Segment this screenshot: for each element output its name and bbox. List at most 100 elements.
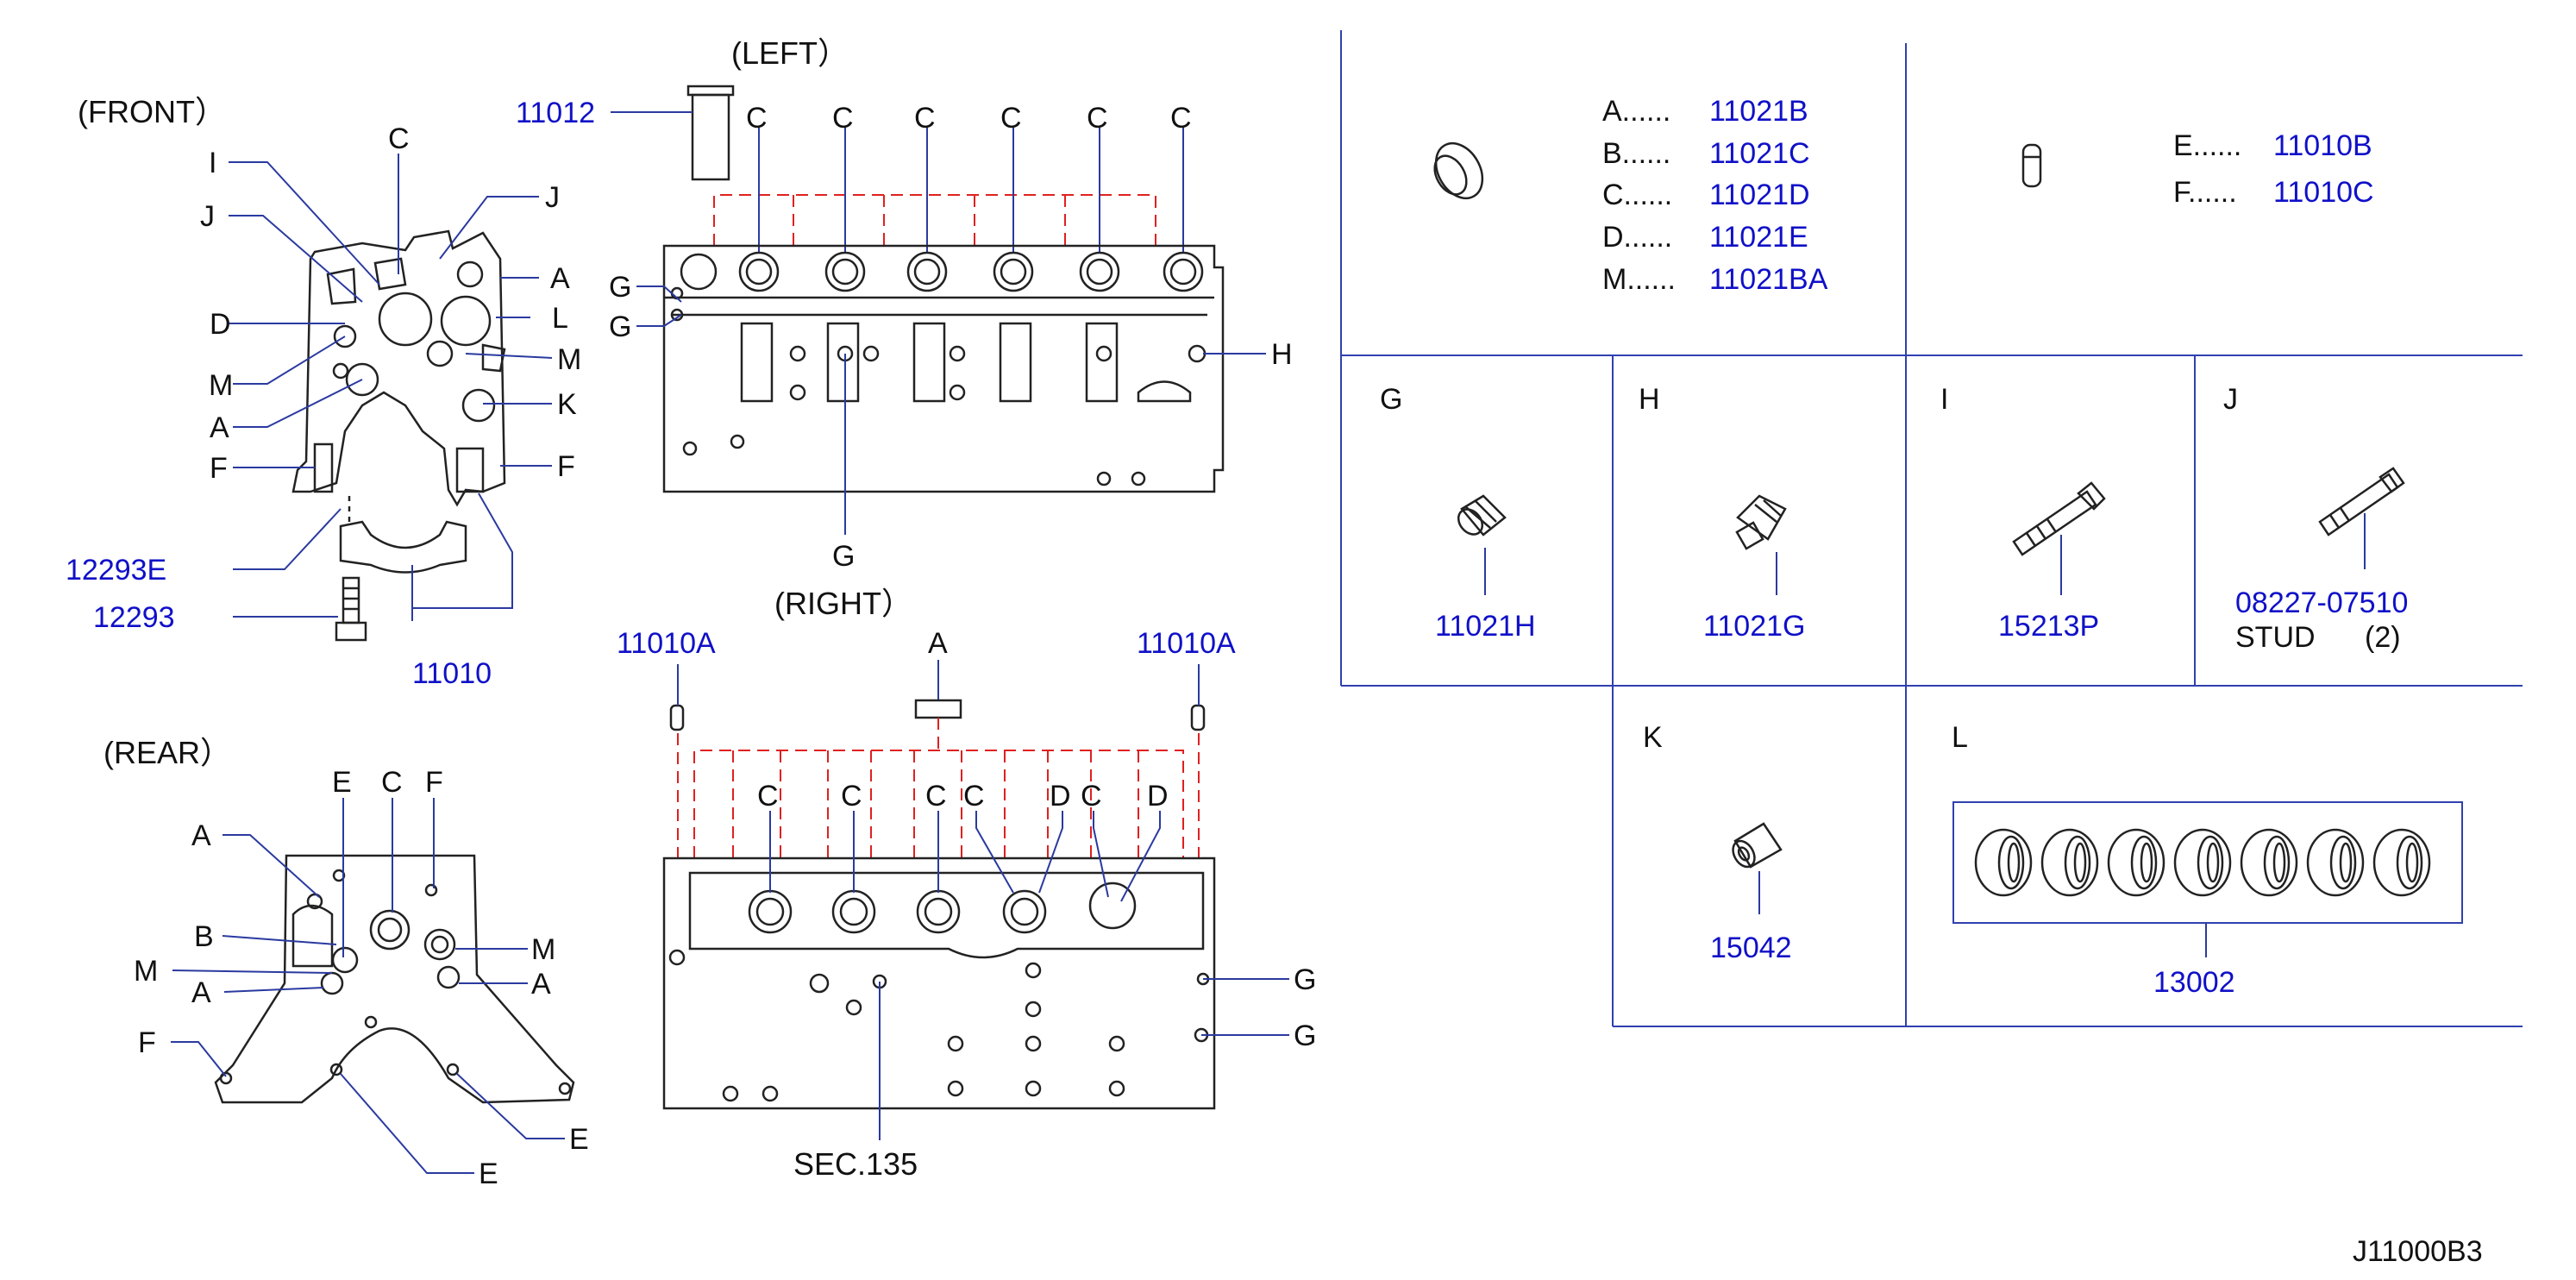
part-11010a-left[interactable]: 11010A: [617, 627, 716, 660]
right-callout-sec-135[interactable]: SEC.135: [793, 1146, 918, 1182]
cell-l-part-13002[interactable]: 13002: [2153, 966, 2235, 999]
right-view-title: (RIGHT）: [774, 586, 912, 621]
front-callout-f-left: F: [210, 452, 228, 485]
right-callout-a: A: [928, 627, 948, 660]
dowel-pin-illustration: [2021, 143, 2042, 188]
plug-11021g-illustration: [1735, 494, 1787, 550]
front-callout-a-left: A: [210, 411, 229, 444]
legend-key-c: C......: [1602, 179, 1672, 211]
cell-j-desc: STUD: [2235, 621, 2316, 654]
rear-block-outline: [214, 854, 575, 1104]
piston-ring-icon: [2240, 828, 2298, 897]
legend-part-11021c[interactable]: 11021C: [1709, 137, 1810, 170]
front-callout-m-left: M: [209, 369, 233, 402]
front-callout-l: L: [552, 302, 568, 335]
legend-top-left-rows: A...... 11021B B...... 11021C C...... 11…: [1602, 95, 1828, 296]
right-dashed-leaders: [677, 718, 1200, 858]
right-callout-c-5: C: [1081, 780, 1102, 813]
piston-ring-icon: [2372, 828, 2431, 897]
rear-callout-c: C: [381, 766, 403, 799]
rear-callout-a-left: A: [191, 976, 211, 1009]
cell-j-letter: J: [2223, 383, 2238, 416]
rear-callout-e-right: E: [569, 1123, 589, 1156]
part-11010[interactable]: 11010: [412, 657, 492, 690]
cell-i-part-15213p[interactable]: 15213P: [1998, 610, 2099, 643]
front-callout-j-right: J: [545, 181, 560, 214]
rear-callout-e-top: E: [332, 766, 352, 799]
legend-key-e: E......: [2173, 129, 2241, 162]
left-callout-c-5: C: [1087, 102, 1108, 135]
legend-part-11021b[interactable]: 11021B: [1709, 95, 1808, 128]
legend-top-right-rows: E...... 11010B F...... 11010C: [2173, 129, 2374, 209]
rear-callout-f-left: F: [138, 1026, 156, 1059]
legend-key-d: D......: [1602, 221, 1672, 254]
right-callout-c-1: C: [757, 780, 779, 813]
rear-callout-b: B: [194, 920, 214, 953]
front-callout-c: C: [388, 122, 410, 155]
right-callout-c-3: C: [925, 780, 947, 813]
rear-leaders: [171, 798, 565, 1174]
right-callout-c-4: C: [963, 780, 985, 813]
legend-key-m: M......: [1602, 263, 1676, 296]
cap-bolt-12293: [335, 576, 367, 642]
front-callout-m-right: M: [557, 343, 581, 376]
left-callout-g-1: G: [609, 271, 631, 304]
legend-part-11010b[interactable]: 11010B: [2273, 129, 2372, 162]
plug-11021h-illustration: [1457, 494, 1507, 536]
cell-h-part-11021g[interactable]: 11021G: [1703, 610, 1805, 643]
legend-part-11021d[interactable]: 11021D: [1709, 179, 1810, 211]
right-callout-d-1: D: [1050, 780, 1071, 813]
front-callout-k: K: [557, 388, 577, 421]
rear-callout-a-top: A: [191, 819, 211, 852]
piston-ring-icon: [2173, 828, 2232, 897]
front-callout-d: D: [210, 308, 231, 341]
front-callout-i: I: [209, 147, 216, 179]
left-callout-c-1: C: [746, 102, 768, 135]
right-callout-d-2: D: [1147, 780, 1169, 813]
front-callout-a-top: A: [550, 262, 570, 295]
right-callout-c-2: C: [841, 780, 862, 813]
left-g-h-leaders: [636, 285, 1266, 535]
left-callout-g-3: G: [832, 540, 855, 573]
left-callout-g-2: G: [609, 311, 631, 343]
rear-callout-m-left: M: [134, 955, 158, 988]
legend-part-11010c[interactable]: 11010C: [2273, 176, 2374, 209]
cell-k-letter: K: [1643, 721, 1663, 754]
diagram-code: J11000B3: [2353, 1235, 2483, 1268]
sleeve-15042-illustration: [1732, 822, 1783, 869]
cell-j-part-08227-07510[interactable]: 08227-07510: [2235, 587, 2408, 619]
cell-j-qty: (2): [2365, 621, 2401, 654]
part-11012[interactable]: 11012: [516, 97, 595, 129]
rear-callout-m-right: M: [531, 933, 555, 966]
front-callout-j-left: J: [200, 200, 215, 233]
part-12293e[interactable]: 12293E: [66, 554, 166, 587]
front-view-title: (FRONT）: [78, 94, 226, 129]
part-12293[interactable]: 12293: [93, 601, 175, 634]
legend-part-11021e[interactable]: 11021E: [1709, 221, 1808, 254]
main-bearing-cap: [339, 496, 467, 574]
left-callout-c-3: C: [914, 102, 936, 135]
legend-key-f: F......: [2173, 176, 2237, 209]
right-callout-g-2: G: [1294, 1020, 1316, 1052]
left-view-title: (LEFT）: [731, 35, 849, 71]
cell-g-letter: G: [1380, 383, 1402, 416]
cell-i-letter: I: [1940, 383, 1948, 416]
stud-08227-illustration: [2318, 467, 2405, 536]
cell-k-part-15042[interactable]: 15042: [1710, 932, 1792, 964]
left-callout-c-2: C: [832, 102, 854, 135]
legend-part-11021ba[interactable]: 11021BA: [1709, 263, 1828, 296]
rear-callout-e-bottom: E: [479, 1158, 498, 1190]
left-callout-c-4: C: [1000, 102, 1022, 135]
part-11010a-right[interactable]: 11010A: [1137, 627, 1236, 660]
cell-l-frame: [1952, 801, 2463, 924]
front-leaders: [229, 154, 553, 621]
cell-g-part-11021h[interactable]: 11021H: [1435, 610, 1536, 643]
legend-key-a: A......: [1602, 95, 1670, 128]
legend-grid-lines: [1340, 30, 2523, 1027]
oil-filler-tube-11012: [611, 85, 735, 181]
right-c-d-leaders: [769, 811, 1289, 1140]
left-callout-c-6: C: [1170, 102, 1192, 135]
legend-key-b: B......: [1602, 137, 1670, 170]
cell-h-letter: H: [1639, 383, 1660, 416]
